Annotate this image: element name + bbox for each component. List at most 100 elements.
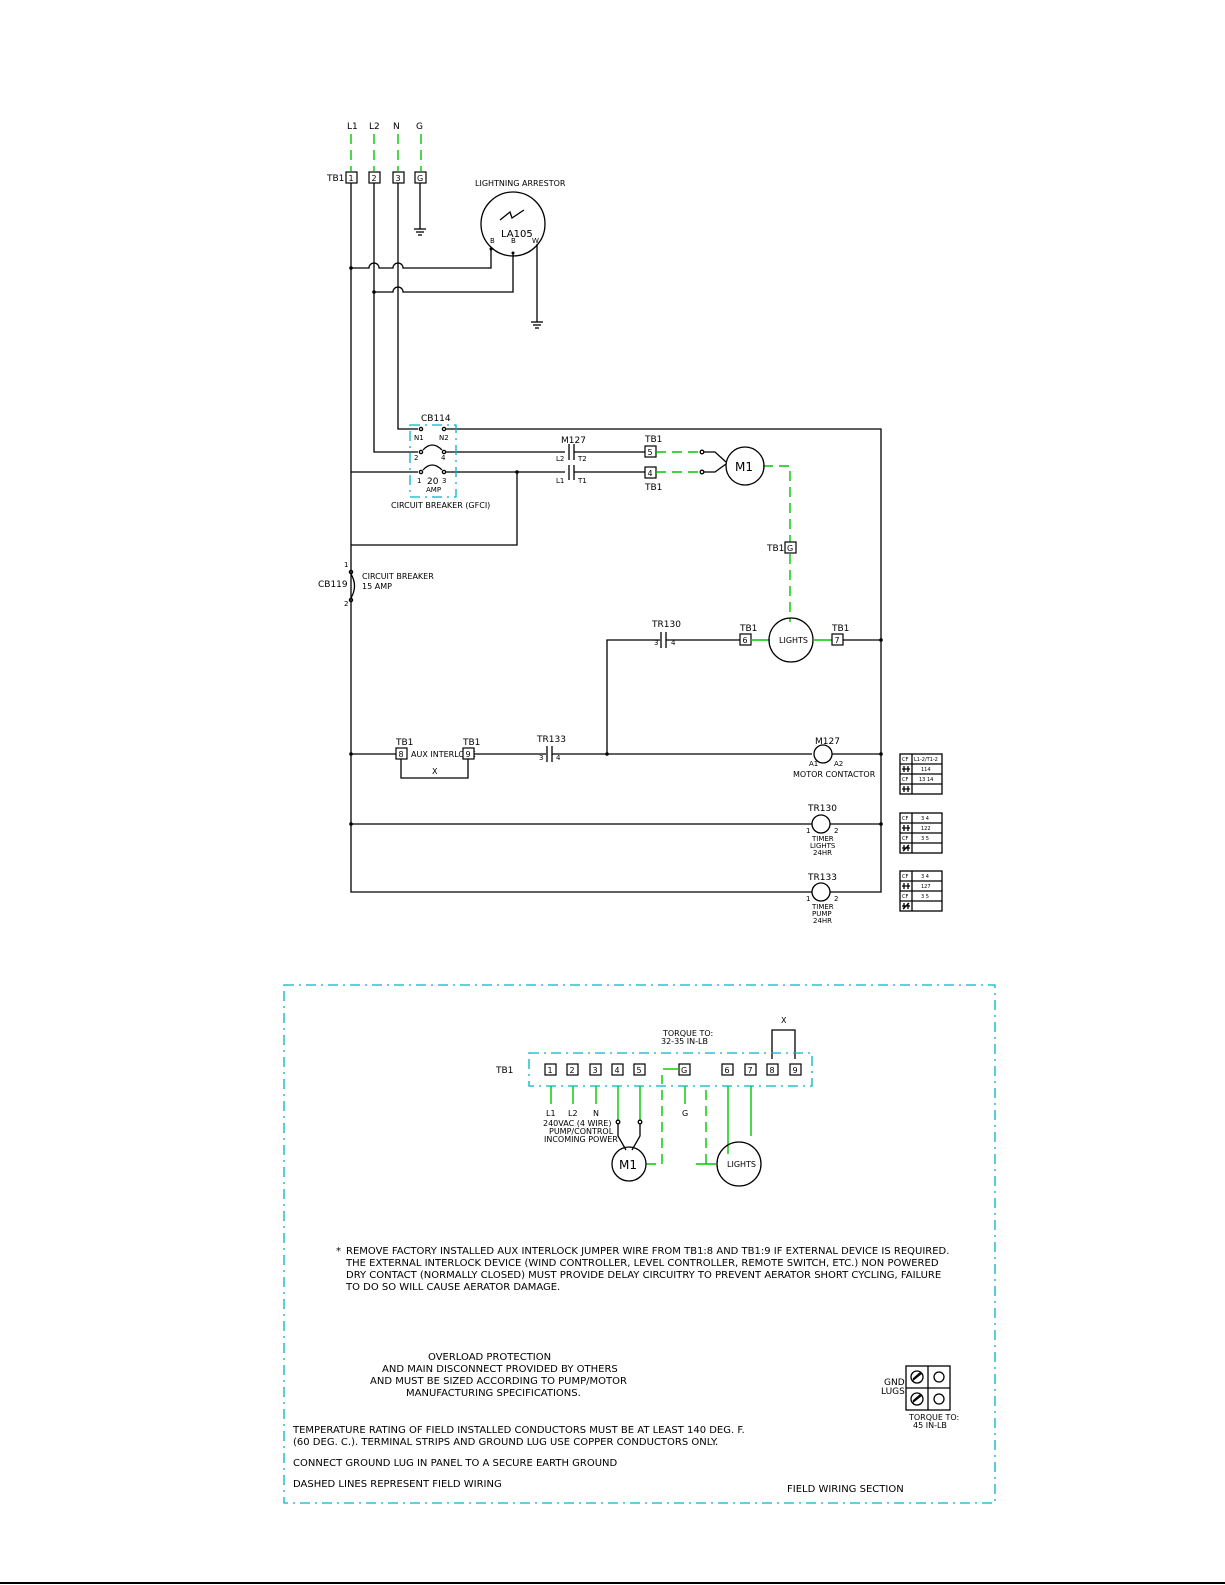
svg-text:A2: A2 bbox=[834, 760, 843, 768]
label-l1: L1 bbox=[347, 122, 358, 132]
terminal-tb1-6: 6 bbox=[739, 633, 752, 646]
terminal-tb1-4: 4 bbox=[644, 466, 657, 479]
svg-text:2: 2 bbox=[414, 454, 418, 462]
lightning-arrestor-title: LIGHTNING ARRESTOR bbox=[475, 179, 566, 188]
svg-text:1: 1 bbox=[806, 895, 810, 903]
note-asterisk: * bbox=[336, 1246, 341, 1257]
field-label-l2: L2 bbox=[568, 1109, 578, 1118]
svg-text:L1: L1 bbox=[556, 477, 564, 485]
svg-text:3 4: 3 4 bbox=[921, 816, 929, 822]
cb119-rating: 15 AMP bbox=[362, 582, 392, 591]
field-wiring-section-border bbox=[283, 984, 996, 1504]
motor-m1: M1 bbox=[725, 446, 765, 486]
supply-field-wires bbox=[350, 134, 422, 171]
svg-text:4: 4 bbox=[441, 454, 446, 462]
field-terminal-strip-outline bbox=[528, 1052, 813, 1087]
svg-text:2: 2 bbox=[372, 174, 377, 183]
svg-text:5: 5 bbox=[637, 1066, 642, 1075]
aux-jumper-x: X bbox=[432, 767, 438, 776]
jumper-x-label: X bbox=[781, 1016, 787, 1025]
field-power-3: INCOMING POWER bbox=[544, 1135, 618, 1144]
svg-text:B: B bbox=[511, 237, 516, 245]
field-terminal-6: 6 bbox=[721, 1063, 734, 1076]
svg-text:8: 8 bbox=[770, 1066, 775, 1075]
m127-coil-tag: M127 bbox=[815, 737, 840, 747]
tr130-coil-tag: TR130 bbox=[807, 804, 837, 814]
overload-line-1: OVERLOAD PROTECTION bbox=[428, 1352, 551, 1363]
svg-text:G: G bbox=[681, 1066, 687, 1075]
svg-text:CF: CF bbox=[902, 816, 908, 822]
torque-value: 32-35 IN-LB bbox=[661, 1037, 708, 1046]
label-l2: L2 bbox=[369, 122, 380, 132]
terminal-tb1-g-right: G bbox=[784, 541, 797, 554]
svg-text:2: 2 bbox=[570, 1066, 575, 1075]
svg-text:4: 4 bbox=[615, 1066, 620, 1075]
gnd-label: GND bbox=[884, 1378, 905, 1388]
cb114-description: CIRCUIT BREAKER (GFCI) bbox=[391, 501, 490, 510]
field-terminal-3: 3 bbox=[589, 1063, 602, 1076]
field-motor-m1: M1 bbox=[611, 1146, 647, 1182]
svg-text:4: 4 bbox=[671, 639, 676, 647]
svg-text:M1: M1 bbox=[619, 1158, 637, 1172]
svg-text:5: 5 bbox=[648, 448, 653, 457]
tr130-contact-tag: TR130 bbox=[651, 620, 681, 630]
tr133-coil-tag: TR133 bbox=[807, 873, 837, 883]
overload-line-4: MANUFACTURING SPECIFICATIONS. bbox=[406, 1388, 581, 1399]
svg-text:G: G bbox=[417, 174, 423, 183]
temp-rating-line-1: TEMPERATURE RATING OF FIELD INSTALLED CO… bbox=[292, 1425, 745, 1436]
tb1-label-g-right: TB1 bbox=[766, 544, 784, 554]
svg-text:2: 2 bbox=[344, 600, 348, 608]
svg-text:3 5: 3 5 bbox=[921, 836, 929, 842]
overload-line-3: AND MUST BE SIZED ACCORDING TO PUMP/MOTO… bbox=[370, 1376, 627, 1387]
svg-text:AMP: AMP bbox=[426, 486, 441, 494]
lights-load: LIGHTS bbox=[768, 617, 814, 663]
svg-text:127: 127 bbox=[921, 884, 931, 890]
svg-text:2: 2 bbox=[834, 827, 838, 835]
tb1-label-6: TB1 bbox=[739, 624, 757, 634]
m127-coil-description: MOTOR CONTACTOR bbox=[793, 770, 876, 779]
svg-text:TIMER: TIMER bbox=[811, 835, 834, 843]
field-terminal-2: 2 bbox=[566, 1063, 579, 1076]
svg-text:LA105: LA105 bbox=[501, 229, 533, 240]
lightning-arrestor: LA105 B B W bbox=[480, 191, 546, 257]
svg-text:B: B bbox=[490, 237, 495, 245]
terminal-tb1-g: G bbox=[414, 171, 427, 184]
svg-text:7: 7 bbox=[835, 636, 840, 645]
svg-text:122: 122 bbox=[921, 826, 931, 832]
svg-text:4: 4 bbox=[648, 469, 653, 478]
svg-text:24HR: 24HR bbox=[813, 849, 832, 857]
svg-text:T1: T1 bbox=[577, 477, 587, 485]
supply-labels: L1 L2 N G bbox=[347, 122, 423, 132]
note-line-2: THE EXTERNAL INTERLOCK DEVICE (WIND CONT… bbox=[345, 1258, 939, 1269]
svg-text:M1: M1 bbox=[735, 460, 753, 474]
svg-text:A1: A1 bbox=[809, 760, 818, 768]
tb1-label-9: TB1 bbox=[462, 738, 480, 748]
xref-table-m127: CF L1-2/T1-2 114 CF 13 14 bbox=[899, 753, 943, 795]
svg-text:3: 3 bbox=[654, 639, 658, 647]
terminal-tb1-8: 8 bbox=[395, 747, 408, 760]
terminal-tb1-3: 3 bbox=[392, 171, 405, 184]
field-terminal-9: 9 bbox=[789, 1063, 802, 1076]
svg-text:1: 1 bbox=[417, 477, 421, 485]
svg-text:CF: CF bbox=[902, 894, 908, 900]
svg-text:2: 2 bbox=[834, 895, 838, 903]
tr133-contact-tag: TR133 bbox=[536, 735, 566, 745]
field-tb1-label: TB1 bbox=[495, 1066, 513, 1076]
cb119-description: CIRCUIT BREAKER bbox=[362, 572, 434, 581]
svg-text:CF: CF bbox=[902, 777, 908, 783]
field-power-2: PUMP/CONTROL bbox=[549, 1127, 614, 1136]
field-lights: LIGHTS bbox=[716, 1141, 762, 1187]
xref-table-tr133: CF 3 4 127 CF 3 5 bbox=[899, 870, 943, 912]
main-bus-wires bbox=[350, 183, 882, 883]
svg-text:7: 7 bbox=[748, 1066, 753, 1075]
field-wiring-section-title: FIELD WIRING SECTION bbox=[787, 1484, 904, 1495]
svg-text:G: G bbox=[787, 544, 793, 553]
svg-text:3: 3 bbox=[442, 477, 446, 485]
svg-text:3: 3 bbox=[539, 754, 543, 762]
svg-text:LIGHTS: LIGHTS bbox=[810, 842, 836, 850]
field-label-g: G bbox=[682, 1109, 688, 1118]
svg-text:LIGHTS: LIGHTS bbox=[727, 1160, 756, 1169]
svg-text:CF: CF bbox=[902, 836, 908, 842]
xref-table-tr130: CF 3 4 122 CF 3 5 bbox=[899, 812, 943, 854]
